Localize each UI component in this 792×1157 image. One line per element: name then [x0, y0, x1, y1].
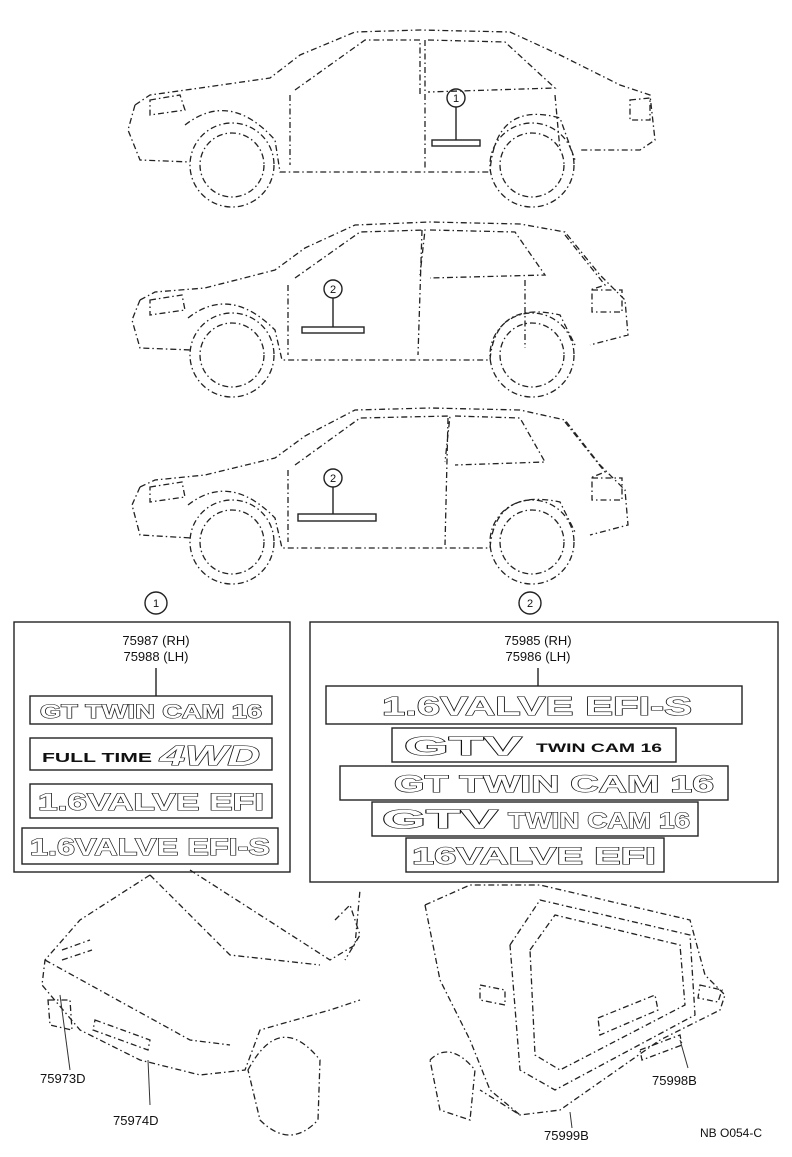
callout-2-hatchback-b — [323, 468, 343, 488]
emblem-panel-1: 75987 (RH) 75988 (LH) GT TWIN CAM 16 FUL… — [13, 621, 291, 873]
emblem-twin-cam-16-small-text: TWIN CAM 16 — [536, 741, 663, 755]
front-three-quarter-view: 75973D 75974D — [40, 869, 361, 1136]
emblem-gt-twin-cam-16 — [29, 695, 273, 725]
emblem-4wd-text: 4WD — [158, 740, 260, 771]
callout-1-sedan-label: 1 — [453, 93, 459, 105]
emblem-panel-1-frame — [13, 621, 291, 873]
callout-1-panel-label: 1 — [153, 598, 159, 610]
part-number-75988: 75988 (LH) — [123, 649, 188, 664]
part-label-75999b: 75999B — [544, 1128, 589, 1143]
emblem-1-6valve-efi-s — [21, 827, 279, 865]
callout-2-hatchback-b-label: 2 — [330, 473, 336, 485]
emblem-twincam-16-bold-text: TWIN CAM 16 — [508, 808, 690, 833]
part-number-75986: 75986 (LH) — [505, 649, 570, 664]
emblem-panel-2: 75985 (RH) 75986 (LH) 1.6VALVE EFI-S GTV… — [309, 621, 779, 883]
callout-2-panel-label: 2 — [527, 598, 533, 610]
emblem-gtv-twincam-16-bold — [371, 801, 699, 837]
part-label-75973d: 75973D — [40, 1071, 86, 1086]
hatchback-side-view-b: 2 — [131, 407, 629, 585]
emblem-16valve-efi — [405, 837, 665, 873]
callout-1-sedan — [446, 88, 466, 108]
emblem-p2-gt-twin-cam-16-text: GT TWIN CAM 16 — [394, 771, 714, 798]
callout-1-panel — [144, 591, 168, 615]
sedan-side-view: 1 — [127, 29, 656, 208]
emblem-full-time-4wd — [29, 737, 273, 771]
emblem-p2-gt-twin-cam-16 — [339, 765, 729, 801]
emblem-gt-twin-cam-16-text: GT TWIN CAM 16 — [40, 702, 262, 723]
reference-code: NB O054-C — [700, 1126, 762, 1140]
emblem-gtv-twin-cam-16 — [391, 727, 677, 763]
emblem-p2-1-6valve-efi-s — [325, 685, 743, 725]
part-label-75998b: 75998B — [652, 1073, 697, 1088]
emblem-1-6valve-efi — [29, 783, 273, 819]
part-label-75974d: 75974D — [113, 1113, 159, 1128]
emblem-p2-1-6valve-efi-s-text: 1.6VALVE EFI-S — [382, 691, 692, 721]
hatchback-side-view-a: 2 — [131, 221, 629, 398]
emblem-1-6valve-efi-s-text: 1.6VALVE EFI-S — [30, 834, 270, 861]
emblem-gtv-bold-text: GTV — [382, 804, 499, 834]
part-number-75985: 75985 (RH) — [504, 633, 571, 648]
emblem-gtv-text: GTV — [404, 731, 523, 761]
callout-2-panel — [518, 591, 542, 615]
emblem-panel-2-frame — [309, 621, 779, 883]
emblem-1-6valve-efi-text: 1.6VALVE EFI — [38, 789, 264, 816]
emblem-full-time-text: FULL TIME — [42, 750, 153, 765]
part-number-75987: 75987 (RH) — [122, 633, 189, 648]
callout-2-hatchback-a-label: 2 — [330, 284, 336, 296]
emblem-16valve-efi-text: 16VALVE EFI — [412, 843, 656, 870]
callout-2-hatchback-a — [323, 279, 343, 299]
rear-three-quarter-view: 75998B 75999B — [424, 884, 726, 1143]
